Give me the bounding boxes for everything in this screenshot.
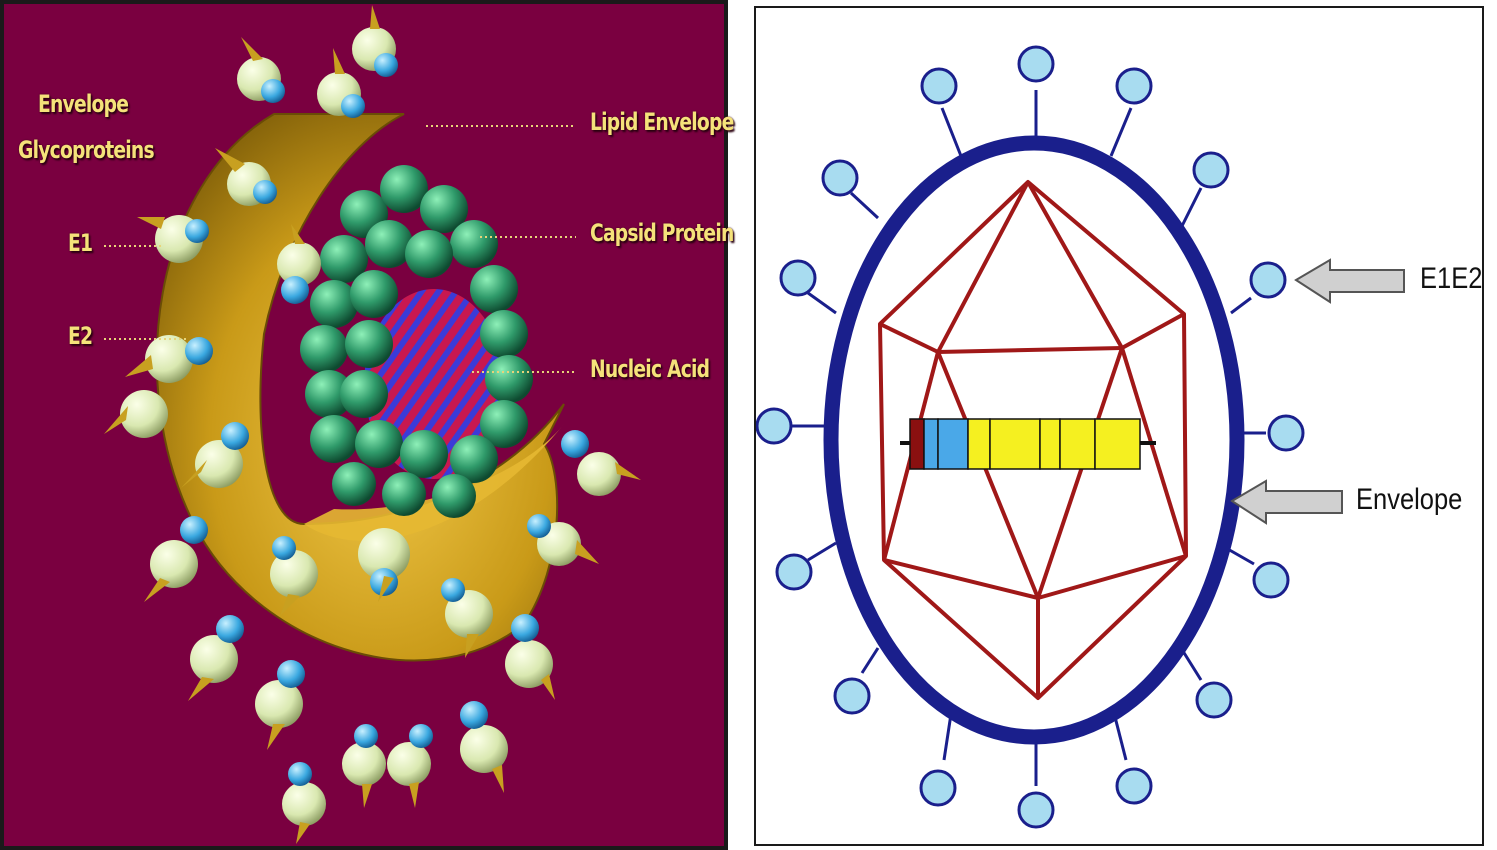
label-lipid-envelope: Lipid Envelope bbox=[590, 108, 734, 136]
schematic-virus-diagram bbox=[756, 8, 1482, 844]
schematic-virus-panel: E1E2 Envelope bbox=[754, 6, 1484, 846]
label-e2: E2 bbox=[68, 322, 92, 350]
arrow-envelope bbox=[1232, 481, 1342, 523]
label-capsid-protein: Capsid Protein bbox=[590, 219, 734, 247]
label-envelope-glycoproteins-line1: Envelope bbox=[38, 90, 128, 118]
rna-genome-bar bbox=[900, 419, 1156, 469]
arrow-e1e2 bbox=[1296, 260, 1404, 302]
label-envelope: Envelope bbox=[1356, 483, 1462, 517]
label-nucleic-acid: Nucleic Acid bbox=[590, 355, 709, 383]
label-e1e2: E1E2 bbox=[1420, 262, 1482, 296]
cutaway-virus-panel: Envelope Glycoproteins E1 E2 Lipid Envel… bbox=[0, 0, 728, 850]
label-e1: E1 bbox=[68, 229, 92, 257]
label-envelope-glycoproteins-line2: Glycoproteins bbox=[18, 136, 154, 164]
